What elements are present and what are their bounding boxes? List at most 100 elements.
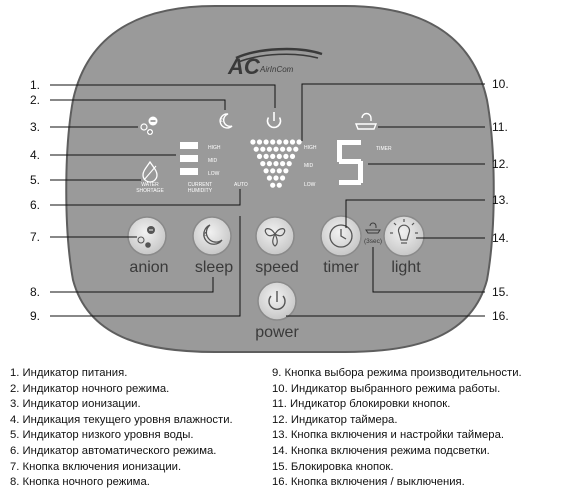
callout-12: 12.: [492, 157, 509, 171]
lock-combo-duration: (3sec): [364, 238, 382, 245]
callout-4: 4.: [30, 148, 40, 162]
speed-low-label: LOW: [304, 182, 316, 188]
callout-1: 1.: [30, 78, 40, 92]
svg-text:z: z: [220, 118, 223, 124]
legend-item-9: 9. Кнопка выбора режима производительнос…: [272, 367, 522, 379]
water-drop-icon: [142, 160, 158, 183]
timer-button[interactable]: timer: [320, 215, 362, 276]
callout-5: 5.: [30, 173, 40, 187]
anion-label: anion: [129, 259, 168, 276]
speed-indicator-dot: [283, 139, 289, 145]
callout-numbers: 1. 2. 3. 4. 5. 6. 7. 8. 9. 10. 11. 12. 1…: [30, 77, 509, 323]
speed-indicator-dot: [270, 182, 276, 188]
speed-indicator-dot: [270, 153, 276, 159]
callout-7: 7.: [30, 230, 40, 244]
legend-item-16: 16. Кнопка включения / выключения.: [272, 476, 465, 489]
sleep-label: sleep: [195, 259, 233, 276]
speed-indicator-dot: [266, 175, 272, 181]
auto-label: AUTO: [234, 182, 248, 188]
water-shortage-label-1: WATER: [141, 182, 159, 188]
speed-indicator-dot: [273, 175, 279, 181]
callout-13: 13.: [492, 193, 509, 207]
legend-item-4: 4. Индикация текущего уровня влажности.: [10, 413, 233, 426]
current-humidity-label-2: HUMIDITY: [188, 188, 213, 194]
speed-indicator-dot: [256, 139, 263, 145]
speed-indicator-dot: [280, 146, 286, 152]
legend-item-10: 10. Индикатор выбранного режима работы.: [272, 382, 501, 395]
brand-name: AirInCom: [259, 65, 294, 74]
sleep-button[interactable]: z sleep: [192, 216, 233, 276]
lock-combo-hint: (3sec): [364, 222, 382, 245]
callout-8: 8.: [30, 285, 40, 299]
legend-item-15: 15. Блокировка кнопок.: [272, 460, 394, 473]
legend-item-6: 6. Индикатор автоматического режима.: [10, 444, 217, 457]
callout-2: 2.: [30, 93, 40, 107]
speed-indicator-dot: [270, 139, 276, 145]
callout-11: 11.: [492, 120, 508, 134]
speed-indicator-dot: [289, 139, 296, 145]
legend-item-11: 11. Индикатор блокировки кнопок.: [272, 398, 451, 411]
legend-left-column: 1. Индикатор питания. 2. Индикатор ночно…: [10, 366, 233, 491]
speed-indicator-dot: [253, 146, 259, 152]
speed-indicator-dot: [266, 146, 272, 152]
legend-item-5: 5. Индикатор низкого уровня воды.: [10, 429, 194, 442]
callout-3: 3.: [30, 120, 40, 134]
leader-13: [345, 199, 485, 228]
speed-label: speed: [255, 259, 299, 276]
speed-indicator-dot: [283, 168, 289, 174]
svg-text:z: z: [203, 231, 207, 238]
callout-6: 6.: [30, 198, 40, 212]
speed-indicator-dot: [280, 175, 286, 181]
light-label: light: [391, 259, 421, 276]
leader-6: [50, 189, 241, 206]
speed-indicator-dot: [276, 153, 282, 159]
humidity-mid-label: MID: [208, 158, 218, 164]
speed-indicator-dot: [256, 153, 263, 159]
brand-mark: AC: [227, 54, 261, 79]
current-humidity-label-1: CURRENT: [188, 182, 212, 188]
legend-item-7: 7. Кнопка включения ионизации.: [10, 460, 182, 473]
speed-button[interactable]: speed: [255, 216, 299, 276]
legend-item-14: 14. Кнопка включения режима подсветки.: [272, 444, 490, 457]
callout-16: 16.: [492, 309, 509, 323]
legend-item-3: 3. Индикатор ионизации.: [10, 398, 141, 411]
anion-button[interactable]: anion: [127, 216, 169, 276]
legend-item-13: 13. Кнопка включения и настройки таймера…: [272, 429, 504, 442]
light-button[interactable]: light: [383, 215, 425, 276]
speed-indicator-dot: [286, 146, 292, 152]
speed-high-label: HIGH: [304, 145, 317, 151]
speed-indicator-dot: [260, 161, 266, 167]
legend-item-1: 1. Индикатор питания.: [10, 367, 128, 379]
speed-indicator-dot: [280, 161, 286, 167]
speed-indicator-dot: [263, 153, 269, 159]
callout-leaders: [50, 83, 485, 317]
speed-indicator-dot: [263, 139, 269, 145]
leader-15: [372, 247, 485, 293]
power-button[interactable]: power: [255, 281, 299, 341]
speed-indicator-dot: [273, 161, 279, 167]
brand-logo: AC AirInCom: [227, 47, 323, 79]
logo-swoosh: [235, 47, 323, 60]
callout-10: 10.: [492, 77, 509, 91]
leader-2: [50, 99, 226, 110]
legend-item-2: 2. Индикатор ночного режима.: [10, 382, 170, 395]
speed-indicator-dot: [283, 153, 289, 159]
humidity-bar-low: [180, 168, 198, 175]
speed-indicator-dot: [263, 168, 269, 174]
humidity-high-label: HIGH: [208, 145, 221, 151]
legend-right-column: 9. Кнопка выбора режима производительнос…: [272, 366, 522, 491]
lock-indicator-icon: [354, 112, 378, 130]
water-shortage-label-2: SHORTAGE: [136, 188, 164, 194]
humidity-level-indicator: HIGH MID LOW CURRENT HUMIDITY: [180, 142, 221, 194]
speed-indicator-dot: [260, 146, 266, 152]
speed-indicator-dot: [250, 139, 256, 145]
power-label: power: [255, 324, 299, 341]
leader-9: [50, 216, 241, 317]
humidity-bar-mid: [180, 155, 198, 162]
power-indicator-icon: [266, 112, 282, 129]
speed-indicator-dot: [276, 139, 282, 145]
ionization-indicator-icon: [140, 116, 158, 135]
leader-1: [50, 84, 276, 108]
water-shortage-indicator: WATER SHORTAGE: [136, 160, 164, 194]
